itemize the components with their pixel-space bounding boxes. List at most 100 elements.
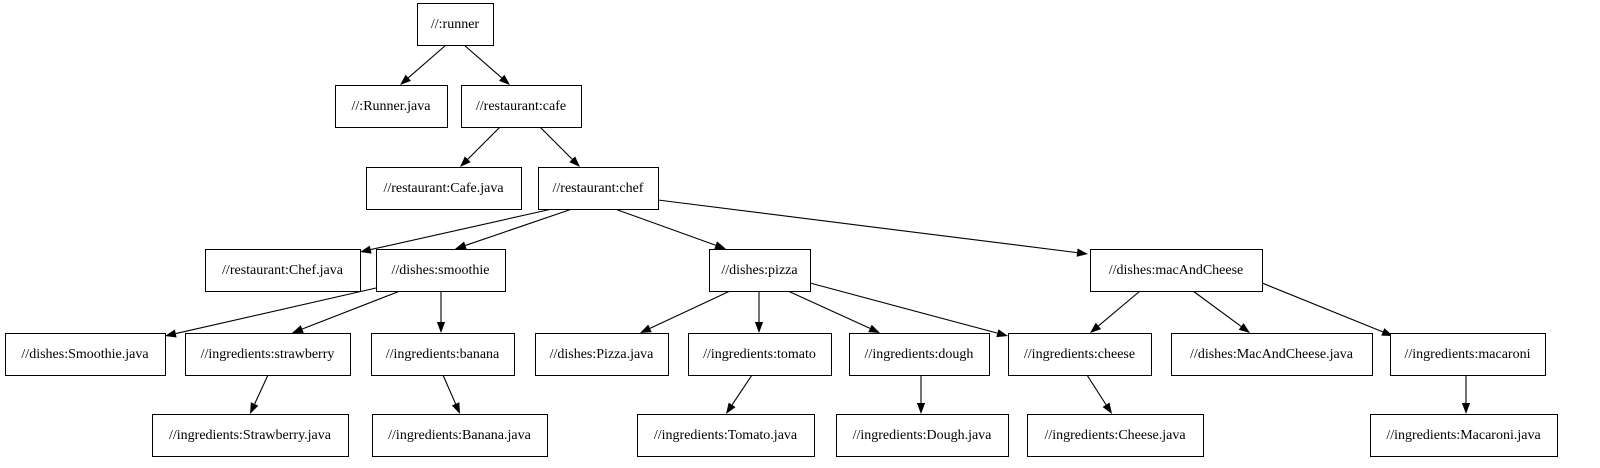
arrowhead-icon bbox=[640, 324, 652, 333]
graph-node-dishes_mac[interactable]: //dishes:macAndCheese bbox=[1090, 249, 1263, 292]
node-box[interactable] bbox=[849, 333, 990, 376]
node-box[interactable] bbox=[372, 414, 548, 457]
graph-node-ing_tomato[interactable]: //ingredients:tomato bbox=[688, 333, 832, 376]
graph-edge bbox=[370, 208, 553, 251]
node-label: //ingredients:Strawberry.java bbox=[169, 428, 332, 443]
graph-node-dishes_pizza[interactable]: //dishes:pizza bbox=[709, 249, 811, 292]
node-label: //ingredients:Banana.java bbox=[388, 428, 531, 443]
node-label: //ingredients:strawberry bbox=[201, 347, 335, 362]
graph-node-ing_cheese[interactable]: //ingredients:cheese bbox=[1008, 333, 1152, 376]
graph-node-restaurant_chef[interactable]: //restaurant:chef bbox=[538, 167, 659, 210]
node-label: //restaurant:Cafe.java bbox=[383, 181, 504, 196]
nodes-layer: //:runner //:Runner.java //restaurant:cafe… bbox=[5, 3, 1558, 457]
node-label: //ingredients:dough bbox=[865, 347, 974, 362]
arrowhead-icon bbox=[165, 329, 177, 338]
node-label: //dishes:smoothie bbox=[392, 263, 490, 278]
node-label: //dishes:Pizza.java bbox=[550, 347, 655, 362]
arrowhead-icon bbox=[436, 322, 446, 333]
graph-edge bbox=[463, 44, 503, 79]
graph-node-dough_java[interactable]: //ingredients:Dough.java bbox=[836, 414, 1009, 457]
node-box[interactable] bbox=[535, 333, 669, 376]
arrowhead-icon bbox=[455, 241, 467, 250]
node-box[interactable] bbox=[152, 414, 349, 457]
graph-edge bbox=[302, 290, 401, 330]
node-box[interactable] bbox=[335, 85, 448, 128]
arrowhead-icon bbox=[1090, 322, 1102, 333]
node-box[interactable] bbox=[1171, 333, 1373, 376]
graph-edge bbox=[787, 290, 871, 329]
arrowhead-icon bbox=[1461, 403, 1471, 414]
node-box[interactable] bbox=[461, 85, 582, 128]
graph-node-dishes_smoothie[interactable]: //dishes:smoothie bbox=[376, 249, 506, 292]
graph-edge bbox=[407, 44, 447, 79]
graph-node-runner_java[interactable]: //:Runner.java bbox=[335, 85, 448, 128]
graph-edge bbox=[614, 208, 716, 246]
node-label: //:Runner.java bbox=[352, 99, 432, 114]
node-label: //restaurant:cafe bbox=[476, 99, 566, 114]
graph-edge bbox=[465, 208, 573, 246]
graph-edge bbox=[731, 374, 753, 406]
node-box[interactable] bbox=[1027, 414, 1204, 457]
node-label: //ingredients:tomato bbox=[703, 347, 816, 362]
graph-edge bbox=[1098, 290, 1141, 327]
graph-edge bbox=[254, 374, 269, 405]
graph-node-cheese_java[interactable]: //ingredients:Cheese.java bbox=[1027, 414, 1204, 457]
node-label: //dishes:MacAndCheese.java bbox=[1190, 347, 1354, 362]
arrowhead-icon bbox=[451, 402, 460, 414]
node-box[interactable] bbox=[1008, 333, 1152, 376]
node-label: //dishes:Smoothie.java bbox=[21, 347, 149, 362]
node-box[interactable] bbox=[205, 249, 361, 292]
arrowhead-icon bbox=[400, 74, 411, 85]
node-box[interactable] bbox=[709, 249, 811, 292]
node-label: //ingredients:Cheese.java bbox=[1044, 428, 1186, 443]
arrowhead-icon bbox=[916, 403, 926, 414]
node-label: //ingredients:Tomato.java bbox=[654, 428, 798, 443]
graph-node-mac_java[interactable]: //dishes:MacAndCheese.java bbox=[1171, 333, 1373, 376]
graph-node-banana_java[interactable]: //ingredients:Banana.java bbox=[372, 414, 548, 457]
graph-node-strawberry_java[interactable]: //ingredients:Strawberry.java bbox=[152, 414, 349, 457]
graph-node-tomato_java[interactable]: //ingredients:Tomato.java bbox=[637, 414, 815, 457]
graph-node-ing_dough[interactable]: //ingredients:dough bbox=[849, 333, 990, 376]
node-box[interactable] bbox=[376, 249, 506, 292]
arrowhead-icon bbox=[250, 402, 259, 414]
arrowhead-icon bbox=[714, 241, 726, 250]
graph-node-cafe_java[interactable]: //restaurant:Cafe.java bbox=[366, 167, 522, 210]
node-box[interactable] bbox=[417, 3, 494, 46]
arrowhead-icon bbox=[1076, 248, 1088, 257]
graph-node-macaroni_java[interactable]: //ingredients:Macaroni.java bbox=[1370, 414, 1558, 457]
graph-edge bbox=[809, 282, 998, 334]
graph-node-chef_java[interactable]: //restaurant:Chef.java bbox=[205, 249, 361, 292]
node-label: //:runner bbox=[431, 17, 480, 32]
node-label: //restaurant:Chef.java bbox=[222, 263, 344, 278]
arrowhead-icon bbox=[868, 324, 880, 333]
node-box[interactable] bbox=[1390, 333, 1546, 376]
graph-node-pizza_java[interactable]: //dishes:Pizza.java bbox=[535, 333, 669, 376]
graph-node-ing_macaroni[interactable]: //ingredients:macaroni bbox=[1390, 333, 1546, 376]
node-box[interactable] bbox=[836, 414, 1009, 457]
arrowhead-icon bbox=[754, 322, 764, 333]
arrowhead-icon bbox=[996, 329, 1008, 338]
node-box[interactable] bbox=[688, 333, 832, 376]
graph-node-restaurant_cafe[interactable]: //restaurant:cafe bbox=[461, 85, 582, 128]
node-box[interactable] bbox=[637, 414, 815, 457]
node-box[interactable] bbox=[5, 333, 166, 376]
graph-node-ing_banana[interactable]: //ingredients:banana bbox=[371, 333, 515, 376]
node-label: //restaurant:chef bbox=[553, 181, 644, 196]
node-label: //ingredients:banana bbox=[386, 347, 500, 362]
node-box[interactable] bbox=[1090, 249, 1263, 292]
node-box[interactable] bbox=[366, 167, 522, 210]
graph-node-smoothie_java[interactable]: //dishes:Smoothie.java bbox=[5, 333, 166, 376]
node-label: //ingredients:cheese bbox=[1024, 347, 1135, 362]
graph-node-runner[interactable]: //:runner bbox=[417, 3, 494, 46]
node-box[interactable] bbox=[185, 333, 351, 376]
graph-edge bbox=[1261, 282, 1384, 333]
graph-edge bbox=[539, 126, 573, 160]
graph-node-ing_strawberry[interactable]: //ingredients:strawberry bbox=[185, 333, 351, 376]
edges-layer bbox=[165, 44, 1471, 414]
node-box[interactable] bbox=[538, 167, 659, 210]
arrowhead-icon bbox=[1238, 323, 1250, 333]
arrowhead-icon bbox=[360, 245, 372, 254]
node-box[interactable] bbox=[371, 333, 515, 376]
node-box[interactable] bbox=[1370, 414, 1558, 457]
node-label: //ingredients:Macaroni.java bbox=[1386, 428, 1541, 443]
